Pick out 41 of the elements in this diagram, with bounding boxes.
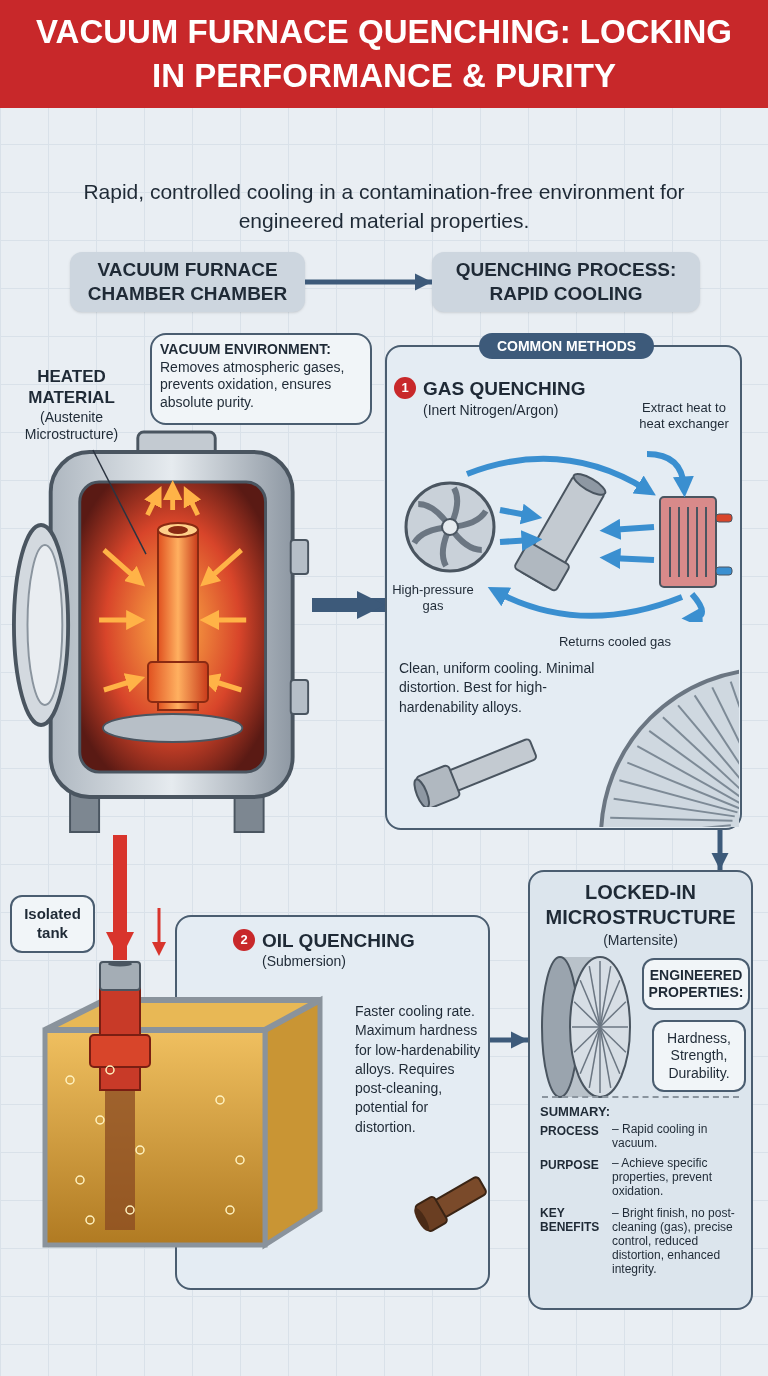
stage-header: VACUUM FURNACE CHAMBER CHAMBER xyxy=(70,252,305,312)
callout-text: Hardness, Strength, Durability. xyxy=(666,1029,732,1083)
part-sublabel: (Austenite Microstructure) xyxy=(23,408,120,444)
summary-term: PROCESS xyxy=(540,1123,600,1140)
callout-text: Removes atmospheric gases, prevents oxidation, ensures absolute purity. xyxy=(160,358,346,411)
summary-text: – Bright finish, no post-cleaning (gas), precise control, reduced distortion, enhanced integrity. xyxy=(612,1206,736,1276)
arrow xyxy=(490,1031,528,1049)
result-heading: LOCKED-IN MICROSTRUCTURE xyxy=(544,880,737,930)
leader-line xyxy=(92,449,147,555)
flow-label: Extract heat to heat exchanger xyxy=(638,400,730,433)
callout-bubble xyxy=(150,333,372,425)
arrow xyxy=(305,273,432,291)
flow-label: High-pressure gas xyxy=(391,582,475,615)
title-banner: VACUUM FURNACE QUENCHING: LOCKING IN PERFORMANCE & PURITY xyxy=(0,0,768,108)
stage-header: QUENCHING PROCESS: RAPID COOLING xyxy=(432,252,700,312)
callout-heading: VACUUM ENVIRONMENT: xyxy=(160,341,332,359)
section-tab: COMMON METHODS xyxy=(479,333,654,359)
method-subheading: (Inert Nitrogen/Argon) xyxy=(423,401,559,420)
callout-text: Isolated tank xyxy=(23,905,82,943)
callout-bubble xyxy=(652,1020,746,1092)
subtitle: Rapid, controlled cooling in a contamination-free environment for engineered material properties. xyxy=(82,179,686,234)
method-subheading: (Submersion) xyxy=(262,952,347,971)
part-label: HEATED MATERIAL xyxy=(27,366,116,409)
arrow xyxy=(711,830,729,870)
method-description: Faster cooling rate. Maximum hardness for low-hardenability alloys. Requires post-cleaning, potential for distortion. xyxy=(355,1002,482,1137)
summary-term: KEY BENEFITS xyxy=(540,1206,601,1234)
arrow xyxy=(106,835,134,960)
method-heading: GAS QUENCHING xyxy=(423,377,586,401)
callout-text: ENGINEERED PROPERTIES: xyxy=(648,966,744,1002)
summary-text: – Rapid cooling in vacuum. xyxy=(612,1122,709,1150)
method-heading: OIL QUENCHING xyxy=(262,929,415,953)
result-subheading: (Martensite) xyxy=(602,931,679,950)
callout-bubble xyxy=(10,895,95,953)
arrow xyxy=(312,591,385,619)
method-description: Clean, uniform cooling. Minimal distortion. Best for high-hardenability alloys. xyxy=(399,659,596,717)
callout-bubble xyxy=(642,958,750,1010)
summary-term: PURPOSE xyxy=(540,1157,600,1174)
summary-heading: SUMMARY: xyxy=(540,1103,612,1121)
summary-text: – Achieve specific properties, prevent oxidation. xyxy=(612,1156,714,1198)
result-panel xyxy=(528,870,753,1310)
flow-label: Returns cooled gas xyxy=(558,633,672,651)
